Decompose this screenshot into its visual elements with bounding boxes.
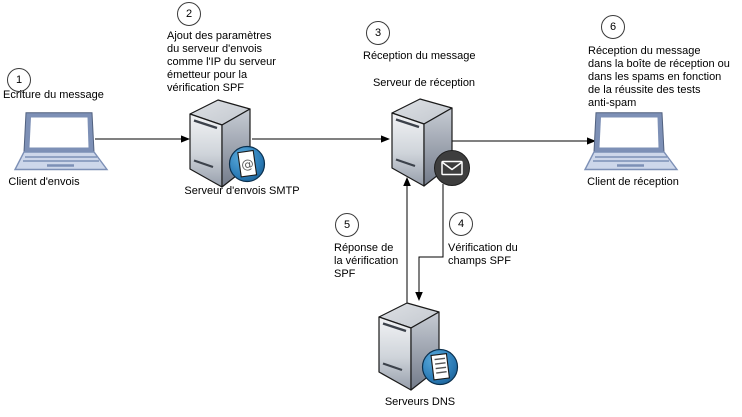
- step-4-line: champs SPF: [448, 255, 511, 267]
- step-2-circle: 2: [177, 2, 201, 26]
- step-2-line: Ajout des paramètres: [167, 30, 272, 42]
- step-2-line: comme l'IP du serveur: [167, 56, 276, 68]
- step-6-circle: 6: [601, 15, 625, 39]
- at-symbol: @: [240, 156, 254, 173]
- server-icon: @: [189, 99, 266, 188]
- envelope-badge-icon: [434, 150, 470, 186]
- step-6-line: dans la boîte de réception ou: [588, 58, 730, 70]
- step-4-line: Vérification du: [448, 242, 518, 254]
- email-document-badge-icon: @: [228, 145, 266, 183]
- step-4-circle: 4: [449, 212, 473, 236]
- step-3-text: Réception du message: [363, 50, 476, 63]
- server-icon: [378, 302, 459, 391]
- arrowhead: [181, 135, 190, 143]
- step-1-text: Ecriture du message: [3, 89, 104, 102]
- step-2-line: vérification SPF: [167, 82, 245, 94]
- laptop-icon: [13, 112, 109, 171]
- dns-records-badge-icon: [421, 348, 459, 386]
- label-client-reception: Client de réception: [587, 176, 679, 188]
- step-1-circle: 1: [7, 68, 31, 92]
- arrowhead: [587, 137, 596, 145]
- arrowhead: [415, 292, 423, 301]
- label-serveur-reception: Serveur de réception: [372, 77, 476, 89]
- step-5-line: Réponse de: [334, 242, 394, 254]
- arrowhead: [403, 177, 411, 186]
- step-1-line: Ecriture du message: [3, 89, 104, 101]
- step-5-line: la vérification: [334, 255, 399, 267]
- step-6-line: dans les spams en fonction: [588, 71, 722, 83]
- step-2-text: Ajout des paramètres du serveur d'envois…: [167, 30, 276, 95]
- step-5-text: Réponse de la vérification SPF: [334, 242, 398, 281]
- laptop-icon: [583, 112, 679, 171]
- label-serveurs-dns: Serveurs DNS: [384, 396, 456, 408]
- step-2-line: du serveur d'envois: [167, 43, 263, 55]
- step-3-circle: 3: [366, 21, 390, 45]
- step-5-circle: 5: [335, 213, 359, 237]
- step-2-line: émetteur pour la: [167, 69, 248, 81]
- step-6-text: Réception du message dans la boîte de ré…: [588, 45, 730, 110]
- step-6-line: de la réussite des tests: [588, 84, 701, 96]
- arrowhead: [381, 135, 390, 143]
- step-6-line: Réception du message: [588, 45, 701, 57]
- server-icon: [391, 98, 470, 187]
- connector-spf-verification: [418, 184, 444, 293]
- step-5-line: SPF: [334, 268, 356, 280]
- label-client-envois: Client d'envois: [8, 176, 80, 188]
- step-3-line: Réception du message: [363, 50, 476, 62]
- label-serveur-smtp: Serveur d'envois SMTP: [184, 185, 300, 197]
- step-4-text: Vérification du champs SPF: [448, 242, 518, 268]
- step-6-line: anti-spam: [588, 97, 637, 109]
